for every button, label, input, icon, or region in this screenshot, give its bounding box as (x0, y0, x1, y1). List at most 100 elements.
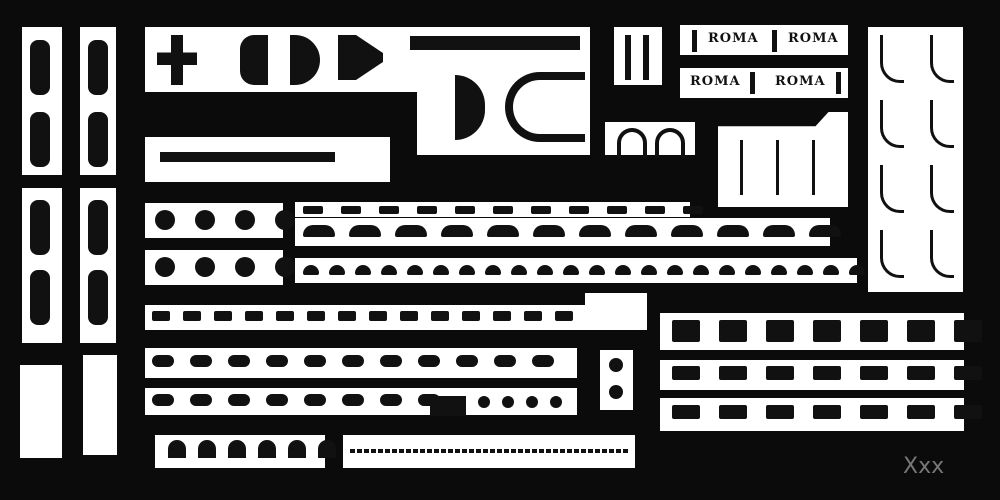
etch-wheel (550, 396, 562, 408)
etch-davit (930, 100, 954, 148)
etch-chock (766, 366, 794, 380)
nameplate-text: ROMA (708, 31, 759, 46)
etch-part-b (441, 225, 473, 237)
etch-reel (155, 210, 175, 230)
etch-mast (625, 35, 631, 80)
etch-reel (235, 210, 255, 230)
etch-chock (719, 320, 747, 342)
etch-part-c (693, 265, 709, 275)
etch-part-c (459, 265, 475, 275)
etch-davit (880, 100, 904, 148)
etch-part-a (531, 206, 551, 214)
etch-post (750, 72, 755, 94)
etch-winch (190, 355, 212, 367)
etch-part-c (433, 265, 449, 275)
etch-part-d (276, 311, 294, 321)
etch-part-d (214, 311, 232, 321)
etch-porthole (609, 358, 623, 372)
etch-hull-plate (30, 40, 50, 95)
etch-part-a (455, 206, 475, 214)
etch-part-c (823, 265, 839, 275)
etch-part-c (667, 265, 683, 275)
etch-post (692, 30, 697, 52)
etch-hull-plate (30, 200, 50, 255)
etch-part-b (395, 225, 427, 237)
etch-chock (813, 366, 841, 380)
etch-part-c (771, 265, 787, 275)
panel-ladder (83, 355, 117, 455)
etch-winch (152, 394, 174, 406)
etch-chock (672, 405, 700, 419)
etch-hull-plate (88, 200, 108, 255)
etch-part-c (355, 265, 371, 275)
etch-tripod-leg (776, 140, 779, 195)
etch-davit (880, 165, 904, 213)
etch-chock (954, 405, 982, 419)
etch-part-c (537, 265, 553, 275)
etch-part-d (338, 311, 356, 321)
etch-part-c (329, 265, 345, 275)
panel-brackets (20, 365, 62, 458)
etch-winch (304, 355, 326, 367)
etch-part-d (431, 311, 449, 321)
etch-hull-plate (88, 270, 108, 325)
etch-ramp (505, 72, 585, 142)
etch-davit (930, 35, 954, 83)
etch-winch (418, 355, 440, 367)
etch-chain (350, 449, 628, 453)
etch-chock (672, 366, 700, 380)
etch-part-b (809, 225, 841, 237)
etch-vent (168, 440, 186, 458)
etch-mast (643, 35, 649, 80)
etch-reel (195, 257, 215, 277)
etch-reel (275, 210, 295, 230)
nameplate-text: ROMA (788, 31, 839, 46)
etch-part-a (683, 206, 703, 214)
etch-winch (228, 355, 250, 367)
etch-part-b (763, 225, 795, 237)
etch-vent (288, 440, 306, 458)
etch-part-c (849, 265, 865, 275)
etch-part-b (303, 225, 335, 237)
etch-part-d (462, 311, 480, 321)
etch-chock (860, 405, 888, 419)
etch-chock (860, 320, 888, 342)
etch-part-a (569, 206, 589, 214)
etch-wheel (478, 396, 490, 408)
etch-chock (672, 320, 700, 342)
etch-part-c (511, 265, 527, 275)
etch-tripod-leg (812, 140, 815, 195)
etch-part-c (719, 265, 735, 275)
etch-chock (907, 366, 935, 380)
etch-part-d (369, 311, 387, 321)
etch-part-c (615, 265, 631, 275)
etch-winch (342, 355, 364, 367)
etch-davit (930, 165, 954, 213)
etch-part-c (745, 265, 761, 275)
etch-porthole (609, 385, 623, 399)
etch-part-b (349, 225, 381, 237)
etch-chock (813, 405, 841, 419)
etch-chock (954, 366, 982, 380)
etch-part-d (307, 311, 325, 321)
panel-tripods (718, 112, 848, 207)
etch-part-a (417, 206, 437, 214)
etch-chock (719, 366, 747, 380)
nameplate-text: ROMA (690, 74, 741, 89)
etch-chock (907, 405, 935, 419)
etch-chock (719, 405, 747, 419)
etch-part-a (493, 206, 513, 214)
etch-part-b (533, 225, 565, 237)
etch-vent (198, 440, 216, 458)
etch-part-c (797, 265, 813, 275)
etch-tripod-leg (740, 140, 743, 195)
etch-part-b (717, 225, 749, 237)
etch-part-b (671, 225, 703, 237)
etch-part-c (485, 265, 501, 275)
etch-winch (228, 394, 250, 406)
etch-reel (235, 257, 255, 277)
etch-reel (275, 257, 295, 277)
etch-part-c (407, 265, 423, 275)
fret-mark: Xxx (903, 454, 945, 479)
etch-davit (930, 230, 954, 278)
